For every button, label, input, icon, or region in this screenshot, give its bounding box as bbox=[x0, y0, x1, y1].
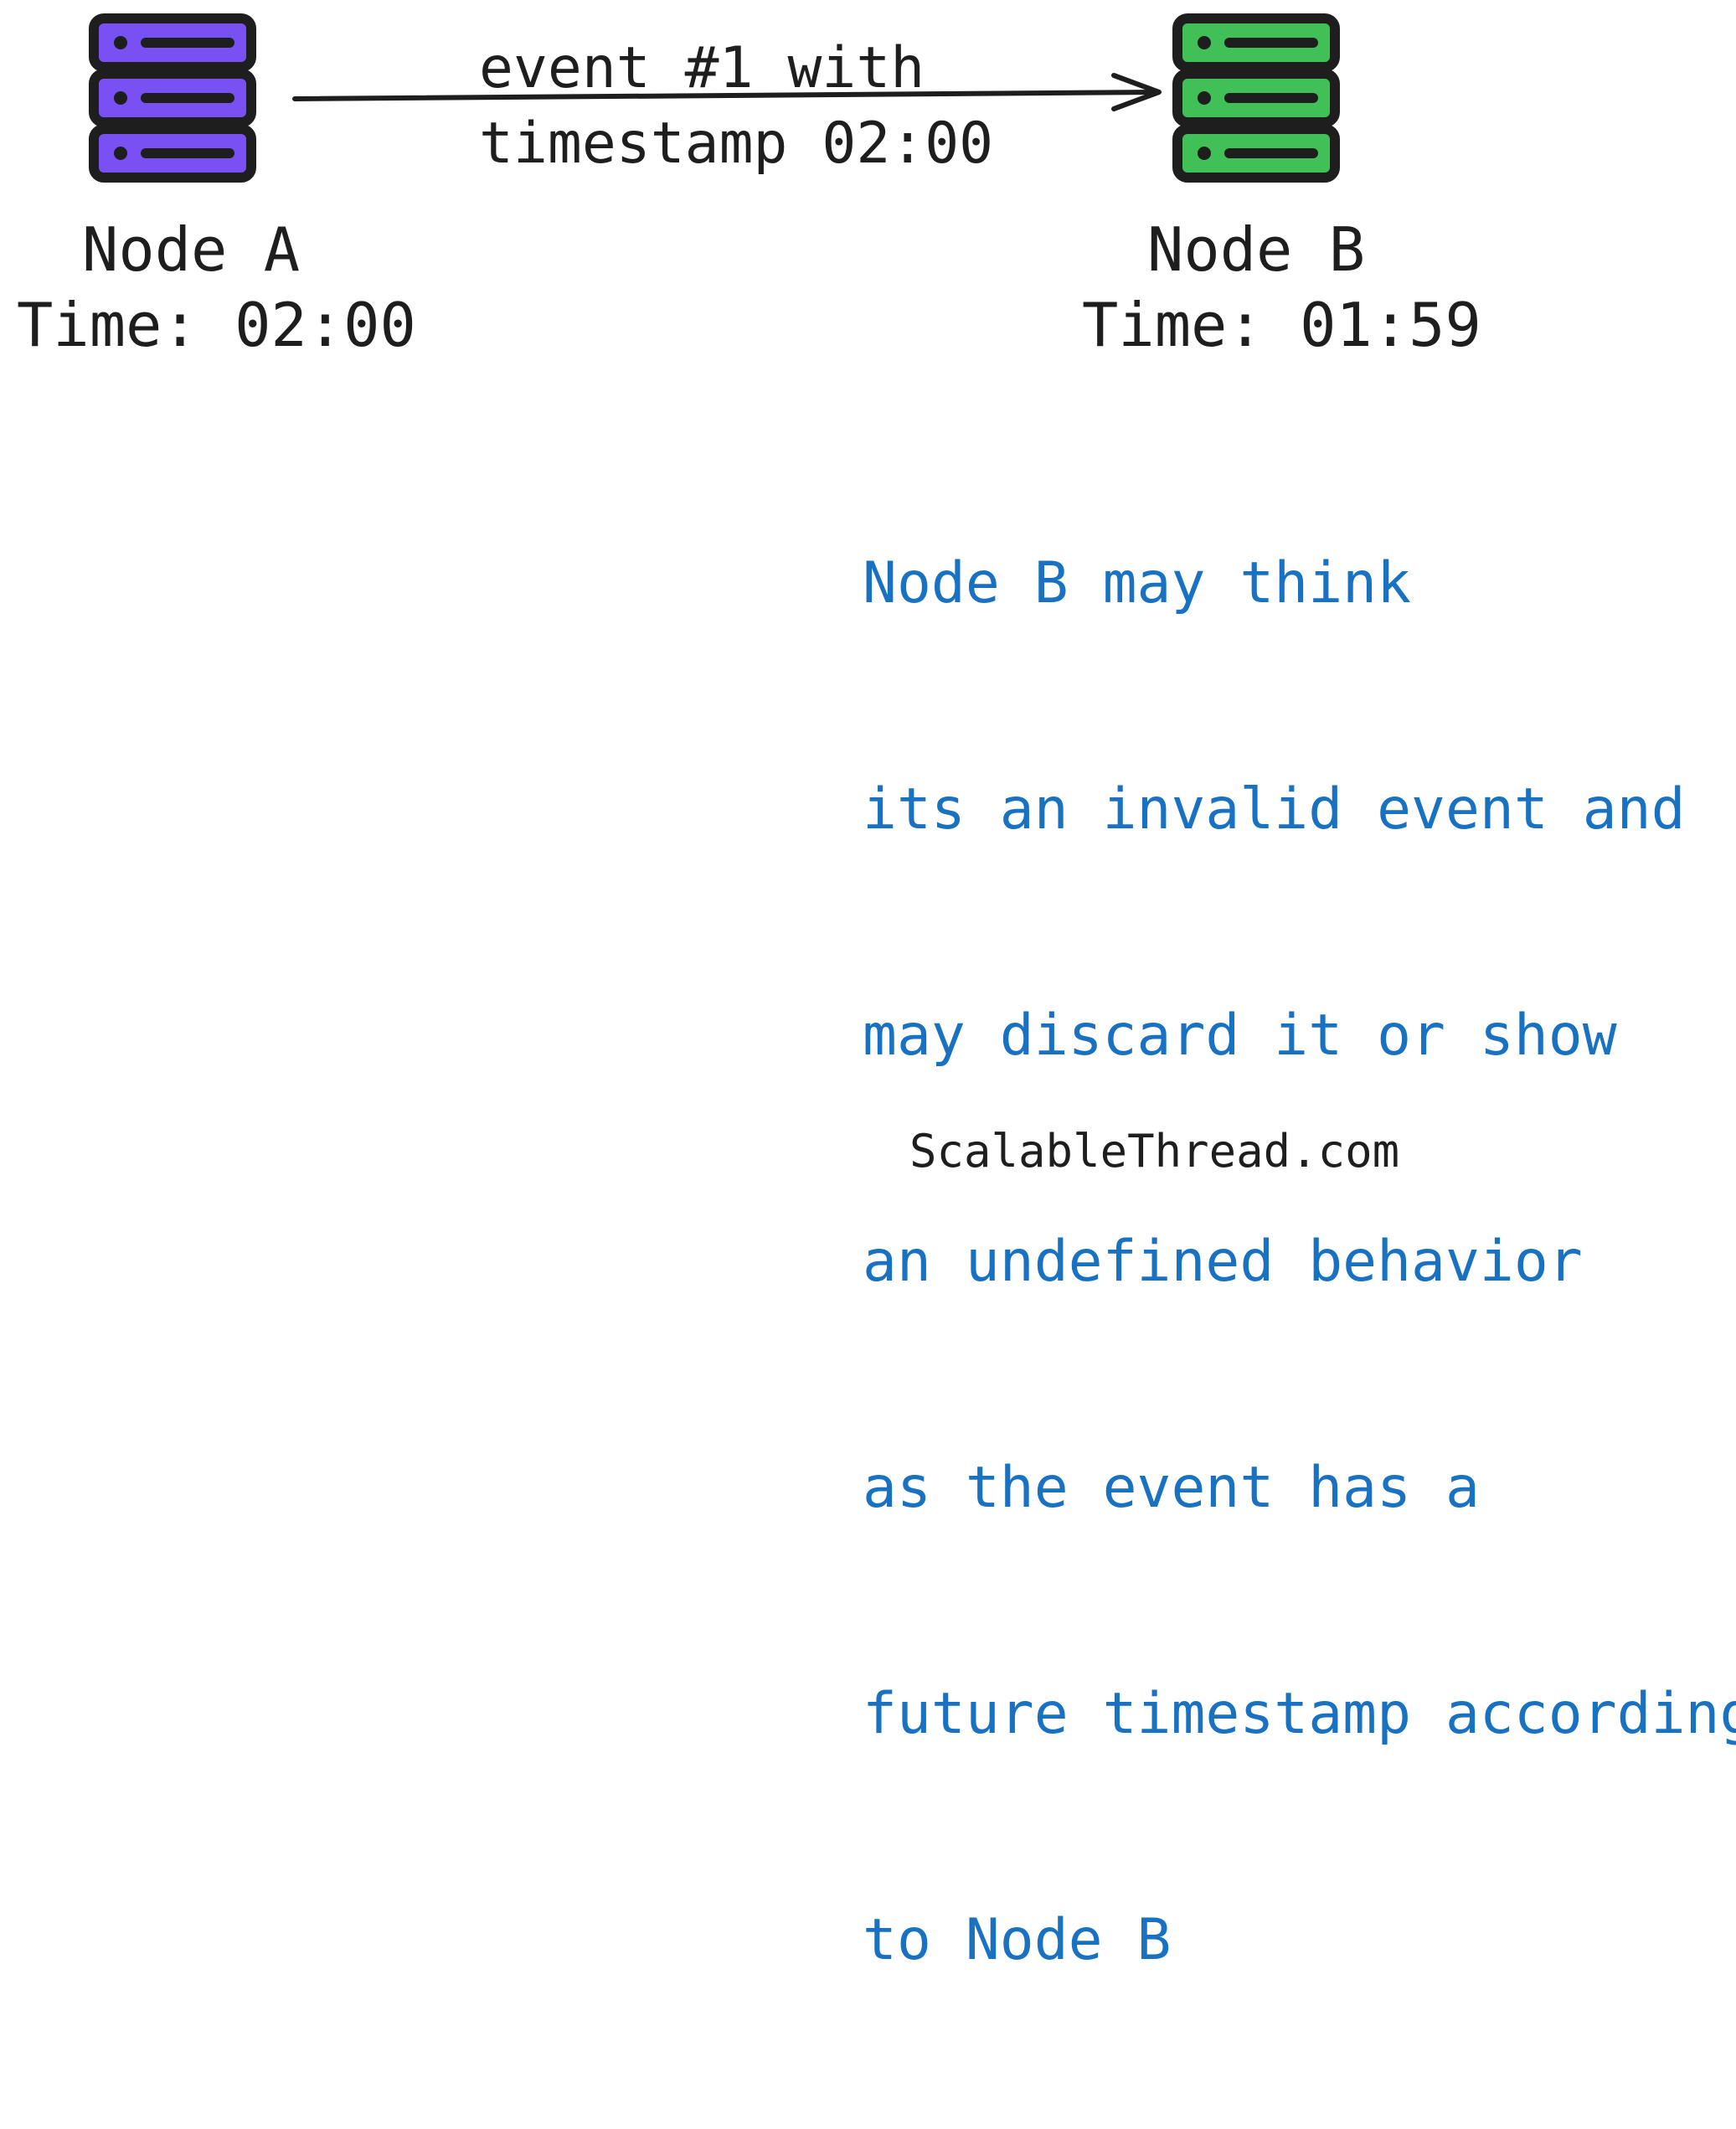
explanation-note: Node B may think its an invalid event an… bbox=[863, 395, 1736, 2129]
node-b-name: Node B bbox=[1147, 214, 1366, 285]
node-b-time: Time: 01:59 bbox=[1082, 290, 1481, 360]
note-line: to Node B bbox=[863, 1907, 1172, 1973]
note-line: its an invalid event and bbox=[863, 776, 1686, 843]
server-stack-icon bbox=[1172, 13, 1340, 183]
note-line: an undefined behavior bbox=[863, 1229, 1583, 1295]
arrow-label-line-1: event #1 with bbox=[479, 35, 925, 101]
arrow-label-line-2: timestamp 02:00 bbox=[479, 111, 994, 177]
note-line: may discard it or show bbox=[863, 1003, 1617, 1069]
diagram-canvas: event #1 with timestamp 02:00 Node A Tim… bbox=[17, 13, 1736, 1973]
node-a-time: Time: 02:00 bbox=[17, 290, 416, 360]
server-stack-icon bbox=[89, 13, 256, 183]
arrow-right-icon bbox=[292, 73, 1162, 111]
note-line: as the event has a bbox=[863, 1455, 1480, 1521]
node-a-name: Node A bbox=[82, 214, 301, 285]
site-watermark: ScalableThread.com bbox=[909, 1125, 1400, 1178]
note-line: Node B may think bbox=[863, 550, 1412, 616]
note-line: future timestamp according bbox=[863, 1681, 1736, 1747]
